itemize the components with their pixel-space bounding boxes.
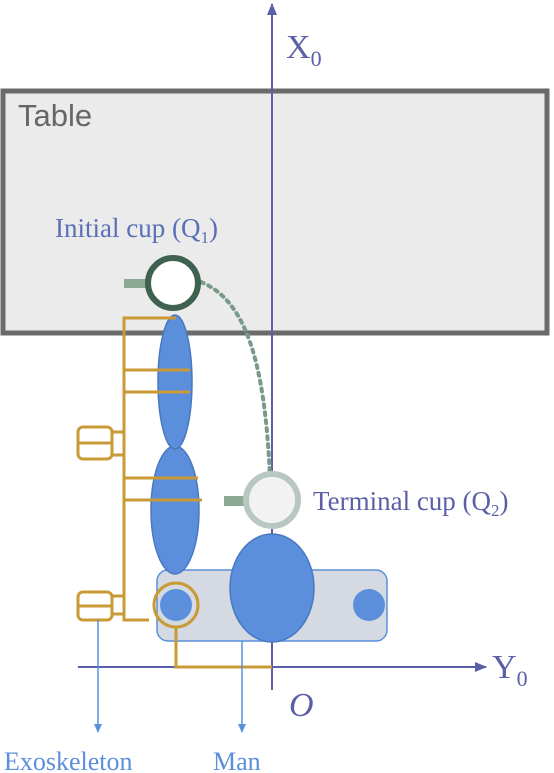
x-axis-label: X0 [286,29,322,71]
cup-trajectory [199,280,272,480]
y-axis-label: Y0 [492,649,528,691]
table-rect [0,88,550,336]
origin-label: O [289,687,314,724]
man-label: Man [213,747,261,773]
terminal-cup-handle [224,496,248,506]
initial-cup-handle [124,279,146,288]
upper-arm [150,445,200,575]
forearm [157,314,193,450]
terminal-cup [243,471,301,529]
right-shoulder [353,589,385,621]
table-label: Table [18,98,92,133]
left-shoulder [160,589,192,621]
exoskeleton-frame [76,316,272,669]
terminal-cup-label: Terminal cup (Q2) [313,486,509,520]
man-head [229,533,315,643]
exoskeleton-label: Exoskeleton [4,747,133,773]
initial-cup-label: Initial cup (Q1) [55,213,218,247]
initial-cup [145,255,201,311]
